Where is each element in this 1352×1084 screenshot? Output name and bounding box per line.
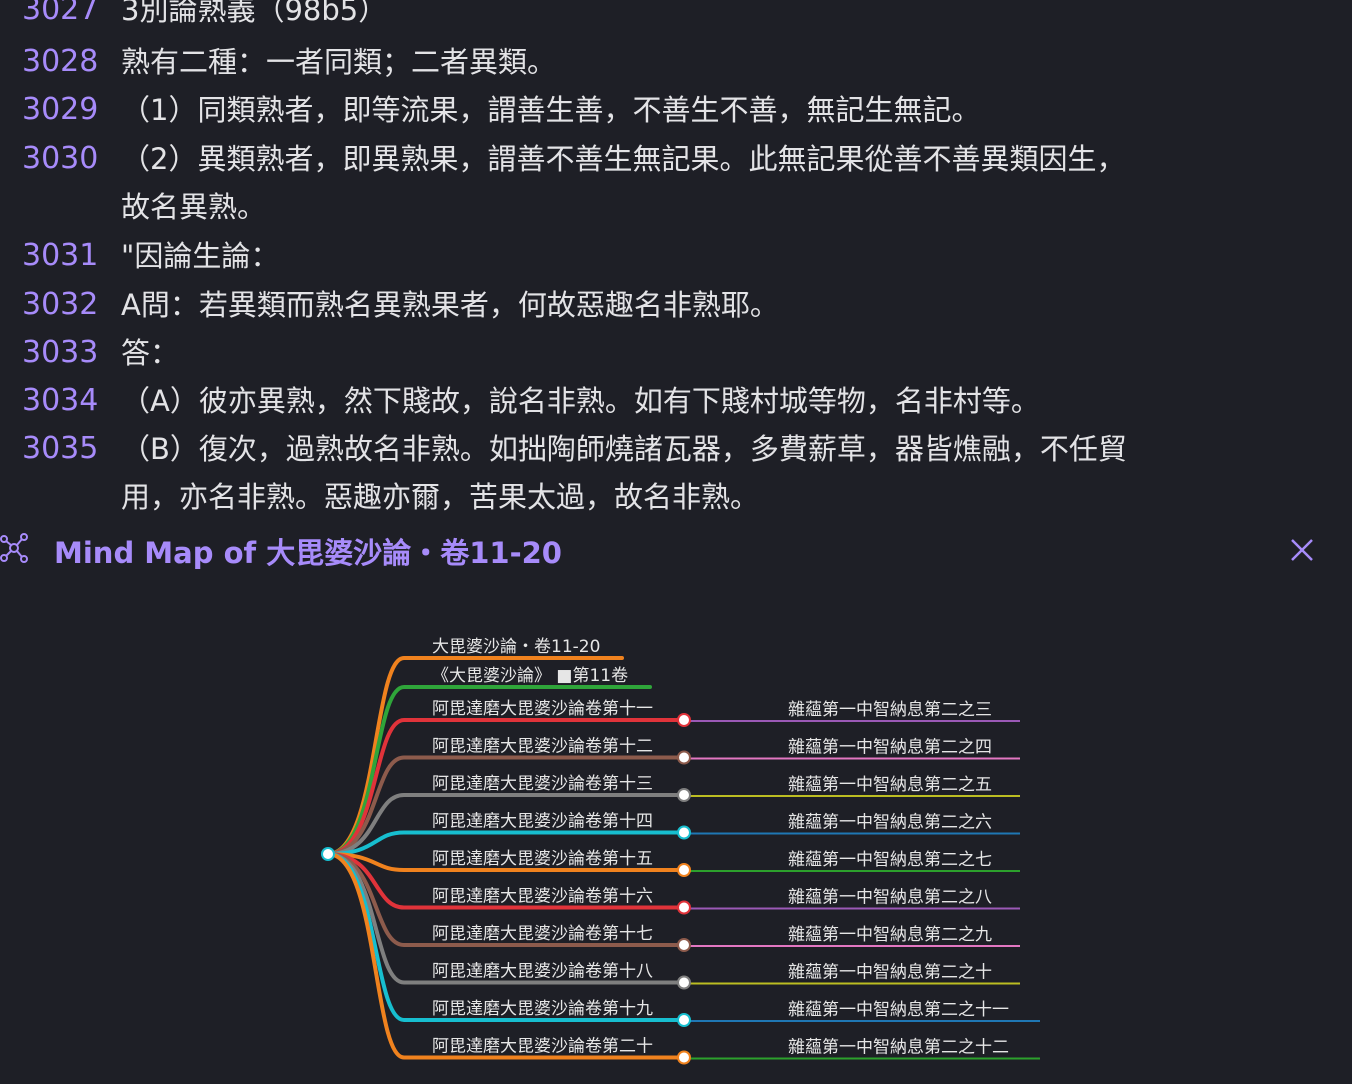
branch-line xyxy=(326,852,686,1060)
mindmap-node-child[interactable]: 雜蘊第一中智納息第二之七 xyxy=(788,850,992,870)
line-number: 3032 xyxy=(22,287,99,322)
close-icon[interactable] xyxy=(1284,532,1320,568)
mindmap-node-volume[interactable]: 阿毘達磨大毘婆沙論卷第十一 xyxy=(432,699,653,719)
mindmap-node-volume[interactable]: 阿毘達磨大毘婆沙論卷第十六 xyxy=(432,887,653,907)
mindmap-panel-header: Mind Map of 大毘婆沙論・卷11-20 xyxy=(0,522,1352,580)
mindmap-node-child[interactable]: 雜蘊第一中智納息第二之九 xyxy=(788,925,992,945)
line-number: 3035 xyxy=(22,431,99,466)
mindmap-node-child[interactable]: 雜蘊第一中智納息第二之四 xyxy=(788,738,992,758)
node-toggle[interactable] xyxy=(677,825,691,840)
mindmap-node-top[interactable]: 大毘婆沙論・卷11-20 xyxy=(432,637,600,657)
node-toggle[interactable] xyxy=(677,938,691,952)
line-number: 3028 xyxy=(22,44,99,79)
mindmap-node-top[interactable]: 《大毘婆沙論》 ■第11卷 xyxy=(432,666,628,686)
mindmap-svg[interactable]: 大毘婆沙論・卷11-20《大毘婆沙論》 ■第11卷阿毘達磨大毘婆沙論卷第十一雜蘊… xyxy=(0,580,1352,1080)
node-toggle[interactable] xyxy=(677,900,691,915)
mindmap-node-volume[interactable]: 阿毘達磨大毘婆沙論卷第十四 xyxy=(432,812,653,832)
node-toggle[interactable] xyxy=(677,863,691,877)
mindmap-node-child[interactable]: 雜蘊第一中智納息第二之十一 xyxy=(788,1000,1009,1020)
line-number: 3031 xyxy=(22,238,99,273)
line-text[interactable]: （2）異類熟者，即異熟果，謂善不善生無記果。此無記果從善不善異類因生， 故名異熟… xyxy=(121,142,1126,224)
mindmap-panel-title: Mind Map of 大毘婆沙論・卷11-20 xyxy=(54,536,562,570)
line-text[interactable]: "因論生論： xyxy=(121,239,280,273)
mindmap-canvas[interactable]: 大毘婆沙論・卷11-20《大毘婆沙論》 ■第11卷阿毘達磨大毘婆沙論卷第十一雜蘊… xyxy=(0,580,1352,1080)
line-text[interactable]: （A）彼亦異熟，然下賤故，說名非熟。如有下賤村城等物，名非村等。 xyxy=(121,384,1040,418)
mindmap-node-volume[interactable]: 阿毘達磨大毘婆沙論卷第十九 xyxy=(432,999,653,1019)
line-number: 3029 xyxy=(22,92,99,127)
line-text[interactable]: 答： xyxy=(121,336,180,370)
mind-map-icon xyxy=(0,531,30,565)
mindmap-node-child[interactable]: 雜蘊第一中智納息第二之十 xyxy=(788,963,992,983)
node-toggle[interactable] xyxy=(677,975,691,990)
line-number: 3027 xyxy=(22,0,99,27)
node-toggle[interactable] xyxy=(677,1050,691,1065)
mindmap-node-child[interactable]: 雜蘊第一中智納息第二之六 xyxy=(788,813,992,833)
line-text[interactable]: 熟有二種：一者同類；二者異類。 xyxy=(121,45,557,79)
line-text[interactable]: A問：若異類而熟名異熟果者，何故惡趣名非熟耶。 xyxy=(121,288,779,322)
mindmap-node-volume[interactable]: 阿毘達磨大毘婆沙論卷第十五 xyxy=(432,849,653,869)
mindmap-node-volume[interactable]: 阿毘達磨大毘婆沙論卷第十七 xyxy=(432,924,653,944)
node-toggle[interactable] xyxy=(677,750,691,765)
node-toggle[interactable] xyxy=(677,788,691,802)
mindmap-node-child[interactable]: 雜蘊第一中智納息第二之五 xyxy=(788,775,992,795)
mindmap-node-volume[interactable]: 阿毘達磨大毘婆沙論卷第二十 xyxy=(432,1037,653,1057)
node-toggle[interactable] xyxy=(677,1013,691,1027)
line-text[interactable]: （B）復次，過熟故名非熟。如拙陶師燒諸瓦器，多費薪草，器皆燋融，不任貿 用，亦名… xyxy=(121,432,1127,514)
mindmap-node-volume[interactable]: 阿毘達磨大毘婆沙論卷第十八 xyxy=(432,962,653,982)
mindmap-node-child[interactable]: 雜蘊第一中智納息第二之十二 xyxy=(788,1038,1009,1058)
editor-pane[interactable]: 3027 3別論熟義（98b5） 3028 熟有二種：一者同類；二者異類。 3029 （1… xyxy=(0,0,1352,518)
mindmap-node-child[interactable]: 雜蘊第一中智納息第二之三 xyxy=(788,700,992,720)
line-number: 3030 xyxy=(22,141,99,176)
line-number: 3033 xyxy=(22,335,99,370)
node-toggle[interactable] xyxy=(677,713,691,727)
line-number: 3034 xyxy=(22,383,99,418)
mindmap-node-volume[interactable]: 阿毘達磨大毘婆沙論卷第十二 xyxy=(432,737,653,757)
close-button[interactable] xyxy=(1284,532,1320,568)
line-text[interactable]: （1）同類熟者，即等流果，謂善生善，不善生不善，無記生無記。 xyxy=(121,93,981,127)
mindmap-root-node[interactable] xyxy=(321,847,335,861)
mindmap-node-volume[interactable]: 阿毘達磨大毘婆沙論卷第十三 xyxy=(432,774,653,794)
line-text[interactable]: 3別論熟義（98b5） xyxy=(121,0,388,27)
mindmap-node-child[interactable]: 雜蘊第一中智納息第二之八 xyxy=(788,888,992,908)
